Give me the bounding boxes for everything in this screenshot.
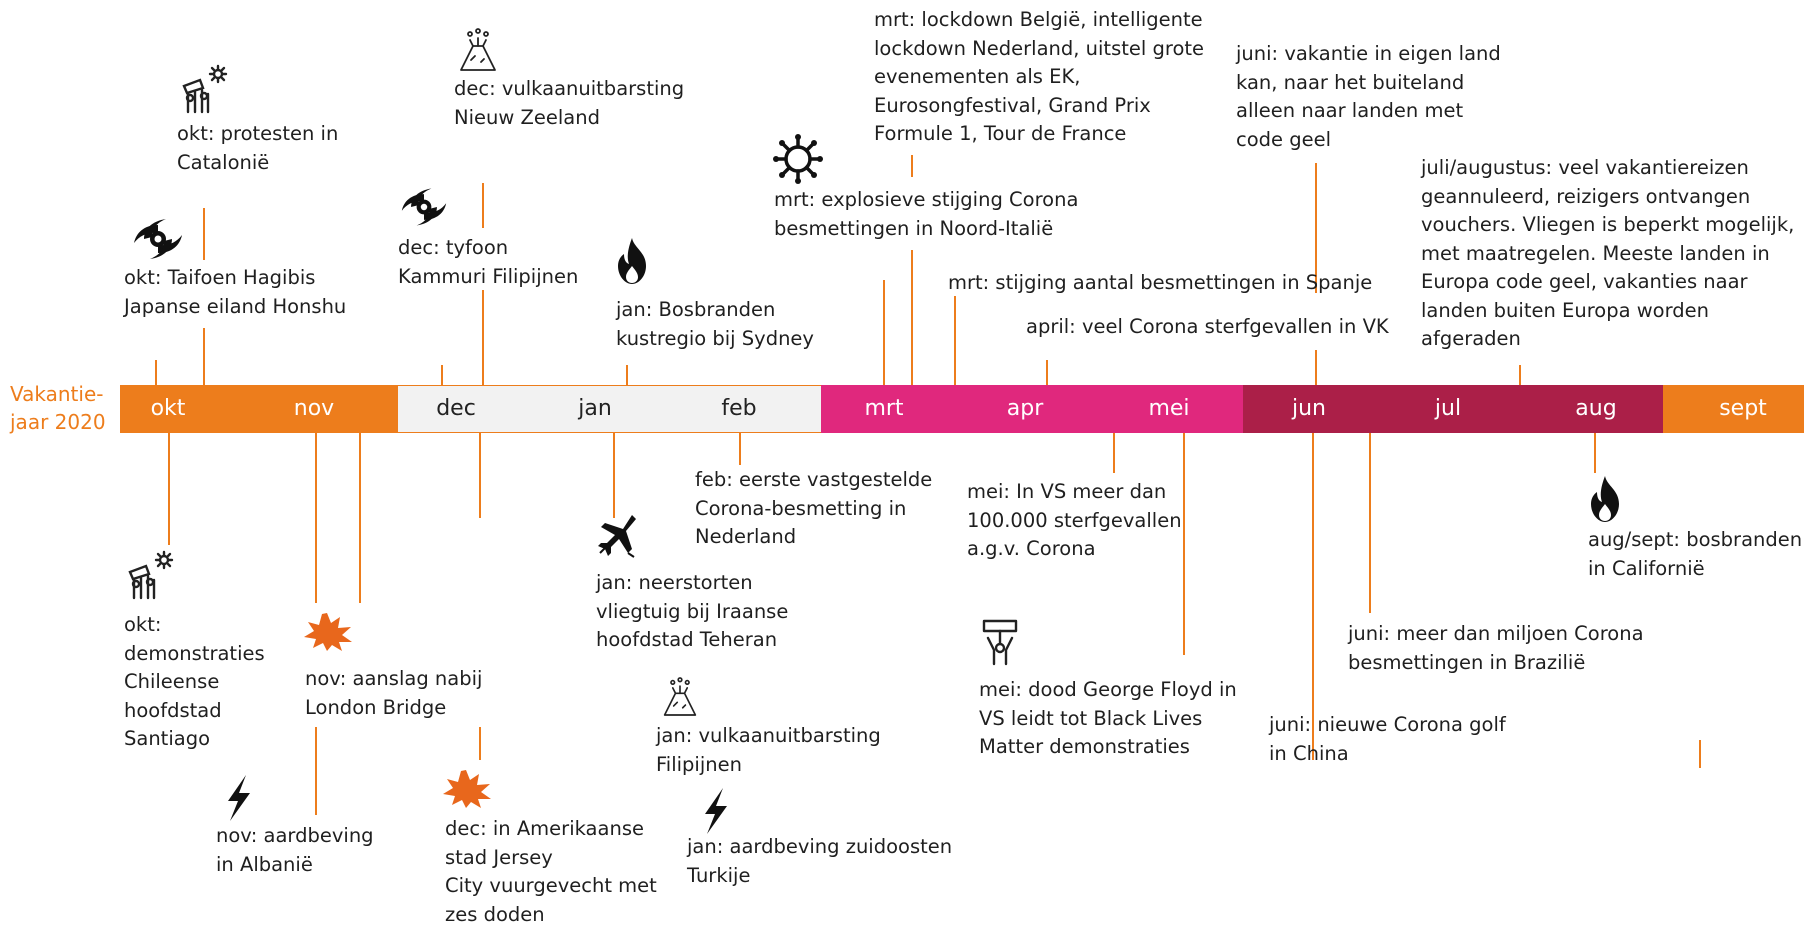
- connector-line: [1046, 360, 1048, 385]
- timeline-segment-darkred: [1243, 385, 1663, 433]
- event-teheran: jan: neerstorten vliegtuig bij Iraanse h…: [596, 571, 789, 651]
- connector-line: [482, 290, 484, 385]
- month-label-jan: jan: [578, 396, 612, 421]
- timeline-segment-gray: [398, 385, 821, 433]
- event-vakantiereizen: juli/augustus: veel vakantiereizen geann…: [1421, 156, 1795, 350]
- fire-icon: [618, 238, 646, 284]
- connector-line: [359, 433, 361, 603]
- event-californie: aug/sept: bosbranden in Californië: [1588, 528, 1803, 580]
- month-label-mei: mei: [1148, 396, 1190, 421]
- event-tyfoon-kammuri: dec: tyfoon Kammuri Filipijnen: [398, 236, 579, 288]
- event-jersey: dec: in Amerikaanse stad Jersey City vuu…: [445, 817, 657, 926]
- event-bosbranden-sydney: jan: Bosbranden kustregio bij Sydney: [616, 298, 814, 350]
- connector-line: [155, 360, 157, 385]
- timeline-segment-orange-right: [1663, 385, 1804, 433]
- explosion-icon: [443, 770, 491, 808]
- connector-line: [482, 183, 484, 228]
- connector-line: [1183, 433, 1185, 655]
- connector-line: [883, 280, 885, 385]
- event-vulkaan-nz: dec: vulkaanuitbarsting Nieuw Zeeland: [454, 77, 685, 129]
- event-vulkaan-filipijnen: jan: vulkaanuitbarsting Filipijnen: [656, 724, 881, 776]
- fire-icon: [1591, 476, 1619, 522]
- event-vakantie-eigen-land: juni: vakantie in eigen land kan, naar h…: [1236, 42, 1501, 151]
- explosion-icon: [304, 613, 352, 651]
- event-spanje: mrt: stijging aantal besmettingen in Spa…: [948, 271, 1373, 294]
- connector-line: [1312, 433, 1314, 760]
- connector-line: [1315, 350, 1317, 385]
- protest-icon: [128, 550, 174, 600]
- month-label-apr: apr: [1006, 396, 1044, 421]
- connector-line: [1315, 163, 1317, 293]
- event-turkije: jan: aardbeving zuidoosten Turkije: [687, 835, 953, 887]
- event-taifoen-hagibis: okt: Taifoen Hagibis Japanse eiland Hons…: [124, 266, 347, 318]
- event-lockdown: mrt: lockdown België, intelligente lockd…: [874, 8, 1205, 145]
- protest-icon: [182, 64, 228, 114]
- event-vk: april: veel Corona sterfgevallen in VK: [1026, 315, 1389, 338]
- timeline-segment-magenta: [821, 385, 1243, 433]
- connector-line: [441, 365, 443, 385]
- connector-line: [479, 727, 481, 760]
- connector-line: [168, 433, 170, 545]
- month-label-jul: jul: [1434, 396, 1462, 421]
- virus-icon: [773, 134, 823, 184]
- connector-line: [203, 208, 205, 260]
- plane-crash-icon: [598, 515, 636, 558]
- lightning-icon: [705, 788, 727, 834]
- axis-label: Vakantie- jaar 2020: [10, 382, 106, 434]
- connector-line: [1594, 433, 1596, 473]
- month-label-aug: aug: [1575, 396, 1617, 421]
- hurricane-icon: [134, 219, 182, 259]
- month-label-feb: feb: [721, 396, 757, 421]
- connector-line: [1369, 433, 1371, 613]
- connector-line: [1113, 433, 1115, 473]
- hurricane-icon: [401, 188, 447, 226]
- connector-line: [1519, 365, 1521, 385]
- month-label-mrt: mrt: [864, 396, 904, 421]
- connector-line: [613, 433, 615, 518]
- event-nederland-besmetting: feb: eerste vastgestelde Corona-besmetti…: [695, 468, 933, 548]
- month-label-nov: nov: [293, 396, 335, 421]
- month-label-sept: sept: [1719, 396, 1767, 421]
- connector-line: [911, 155, 913, 177]
- event-protesten-catalonie: okt: protesten in Catalonië: [177, 122, 339, 174]
- timeline-segment-orange-left: [120, 385, 398, 433]
- connector-line: [203, 328, 205, 385]
- connector-line: [479, 433, 481, 518]
- month-label-okt: okt: [150, 396, 186, 421]
- month-label-dec: dec: [436, 396, 476, 421]
- event-china: juni: nieuwe Corona golf in China: [1269, 713, 1506, 765]
- lightning-icon: [228, 775, 250, 821]
- volcano-icon: [460, 28, 496, 71]
- event-vs-sterfgevallen: mei: In VS meer dan 100.000 sterfgevalle…: [967, 480, 1182, 560]
- connector-line: [954, 296, 956, 385]
- event-brazilie: juni: meer dan miljoen Corona besmetting…: [1348, 622, 1644, 674]
- connector-line: [315, 433, 317, 603]
- connector-line: [315, 727, 317, 815]
- event-albanie: nov: aardbeving in Albanië: [216, 824, 374, 876]
- event-london-bridge: nov: aanslag nabij London Bridge: [305, 667, 483, 719]
- month-label-jun: jun: [1292, 396, 1326, 421]
- volcano-icon: [663, 677, 697, 716]
- event-chili: okt: demonstraties Chileense hoofdstad S…: [124, 613, 265, 750]
- connector-line: [1699, 740, 1701, 768]
- connector-line: [911, 250, 913, 385]
- connector-line: [626, 365, 628, 385]
- protest-sign-icon: [982, 619, 1018, 666]
- event-george-floyd: mei: dood George Floyd in VS leidt tot B…: [979, 678, 1237, 758]
- connector-line: [739, 433, 741, 465]
- event-corona-italie: mrt: explosieve stijging Corona besmetti…: [774, 188, 1079, 240]
